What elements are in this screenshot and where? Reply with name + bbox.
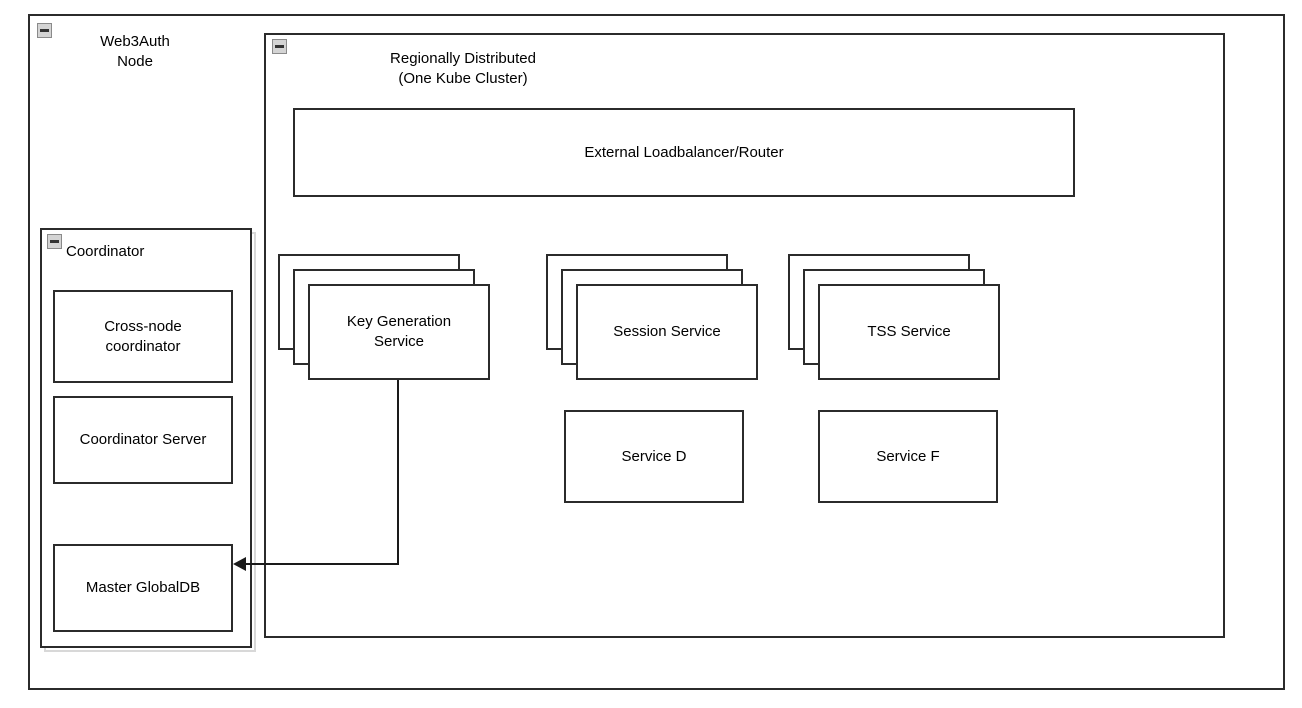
coordinator-title: Coordinator — [66, 243, 145, 260]
key-generation-service-stack[interactable]: Key Generation Service — [278, 254, 490, 380]
web3auth-node-title: Web3Auth Node — [100, 33, 170, 71]
coordinator-collapse-icon[interactable] — [47, 234, 62, 249]
connector-vertical-segment — [397, 380, 399, 565]
external-loadbalancer-box[interactable]: External Loadbalancer/Router — [293, 108, 1075, 197]
master-globaldb-label: Master GlobalDB — [85, 578, 201, 596]
coordinator-server-label: Coordinator Server — [79, 430, 207, 448]
connector-horizontal-segment — [245, 563, 399, 565]
service-d-box[interactable]: Service D — [564, 410, 744, 503]
tss-service-label: TSS Service — [867, 322, 951, 340]
stack-layer-front[interactable]: Key Generation Service — [308, 284, 490, 380]
regional-cluster-title: Regionally Distributed (One Kube Cluster… — [390, 50, 536, 88]
cross-node-coordinator-box[interactable]: Cross-node coordinator — [53, 290, 233, 383]
service-f-box[interactable]: Service F — [818, 410, 998, 503]
coordinator-server-box[interactable]: Coordinator Server — [53, 396, 233, 484]
stack-layer-front[interactable]: TSS Service — [818, 284, 1000, 380]
tss-service-stack[interactable]: TSS Service — [788, 254, 1000, 380]
key-generation-service-label: Key Generation Service — [346, 312, 452, 350]
session-service-label: Session Service — [613, 322, 721, 340]
service-d-label: Service D — [621, 447, 687, 465]
master-globaldb-box[interactable]: Master GlobalDB — [53, 544, 233, 632]
session-service-stack[interactable]: Session Service — [546, 254, 758, 380]
service-f-label: Service F — [876, 447, 940, 465]
stack-layer-front[interactable]: Session Service — [576, 284, 758, 380]
cross-node-coordinator-label: Cross-node coordinator — [104, 317, 182, 355]
web3auth-node-collapse-icon[interactable] — [37, 23, 52, 38]
regional-cluster-collapse-icon[interactable] — [272, 39, 287, 54]
connector-arrow-left-icon — [233, 557, 246, 571]
external-loadbalancer-label: External Loadbalancer/Router — [584, 143, 784, 161]
